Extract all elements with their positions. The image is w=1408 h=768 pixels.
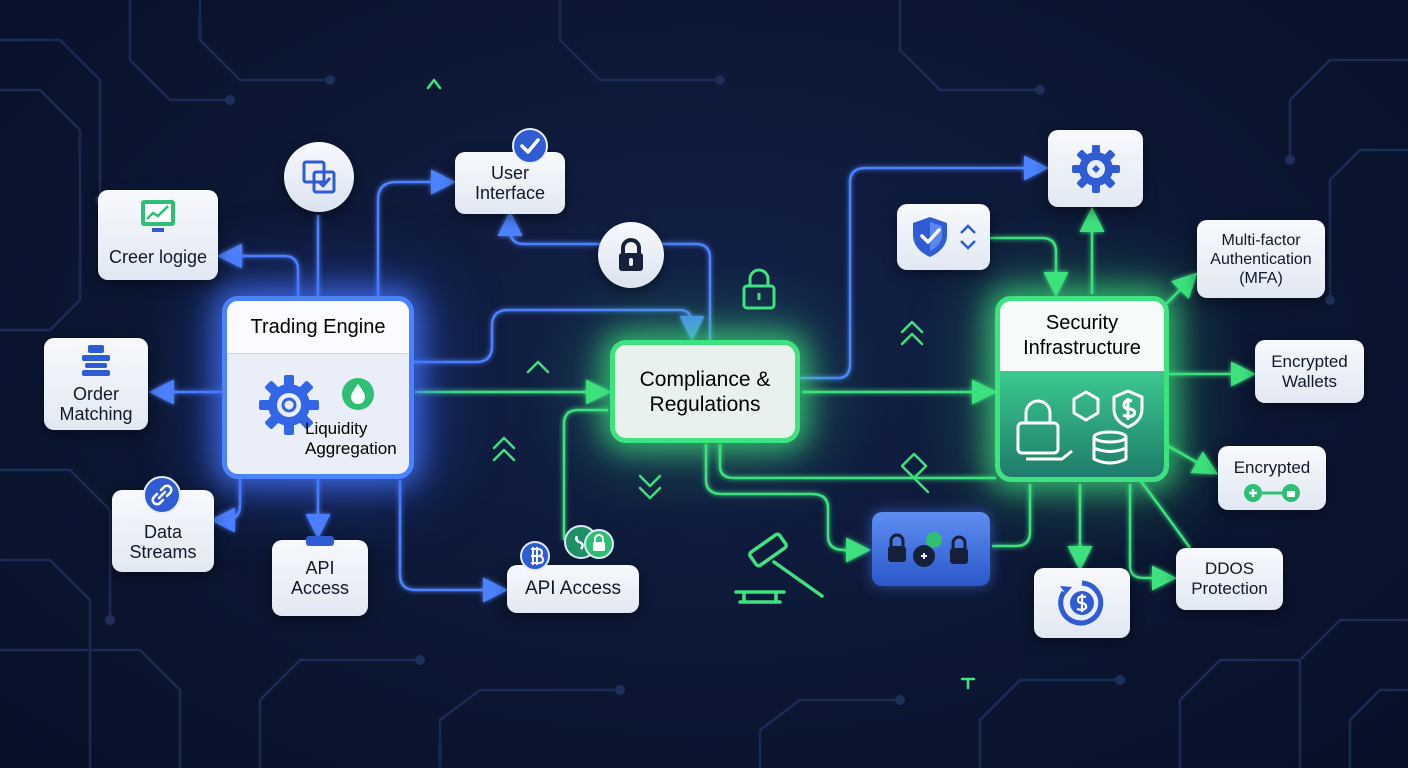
dollar-cycle-node[interactable] <box>1034 568 1130 638</box>
chart-monitor-icon <box>141 200 175 232</box>
liquidity-drop-icon <box>342 378 374 410</box>
ddos-protection-node[interactable]: DDOS Protection <box>1176 548 1283 610</box>
padlock-outline-icon <box>742 268 776 310</box>
user-interface-label: User Interface <box>474 163 546 203</box>
compliance-title: Compliance & Regulations <box>639 367 771 416</box>
shield-check-node[interactable] <box>897 204 990 270</box>
security-title: Security Infrastructure <box>1023 312 1141 359</box>
security-cluster-icon <box>1016 389 1144 465</box>
crear-logige-label: Creer logige <box>108 247 208 267</box>
api-tab-marker <box>306 536 334 546</box>
ddos-protection-label: DDOS Protection <box>1191 559 1268 598</box>
gear-icon <box>259 375 319 435</box>
crear-logige-node[interactable]: Creer logige <box>98 190 218 280</box>
gavel-icon <box>734 532 824 604</box>
key-chain-icon <box>1244 484 1300 502</box>
order-matching-node[interactable]: Order Matching <box>44 338 148 430</box>
locks-panel-node[interactable] <box>872 512 990 586</box>
trading-engine-hub[interactable]: Trading Engine Liquidity Aggregation <box>222 296 414 479</box>
api-access-left-node[interactable]: API Access <box>272 540 368 616</box>
copy-document-icon <box>302 160 336 194</box>
mfa-label: Multi-factor Authentication (MFA) <box>1210 231 1312 287</box>
gear-settings-node[interactable] <box>1048 130 1143 207</box>
gear-settings-icon <box>1071 144 1120 193</box>
check-badge-icon <box>512 128 548 164</box>
encrypted-node[interactable]: Encrypted <box>1218 446 1326 510</box>
api-access-mid-node[interactable]: API Access <box>507 565 639 613</box>
sort-arrows-icon <box>959 224 976 250</box>
api-access-left-label: API Access <box>290 558 350 598</box>
copy-document-node[interactable] <box>284 142 354 212</box>
compliance-regulations-hub[interactable]: Compliance & Regulations <box>610 340 800 443</box>
security-infrastructure-hub[interactable]: Security Infrastructure <box>995 296 1169 482</box>
encrypted-wallets-node[interactable]: Encrypted Wallets <box>1255 340 1364 403</box>
locks-panel-icon <box>888 532 968 567</box>
padlock-node[interactable] <box>598 222 664 288</box>
trading-engine-title: Trading Engine <box>250 315 386 338</box>
order-matching-label: Order Matching <box>59 384 133 424</box>
padlock-icon <box>619 238 643 271</box>
liquidity-aggregation-label: Liquidity Aggregation <box>305 419 397 458</box>
dollar-cycle-icon <box>1058 580 1104 626</box>
mfa-node[interactable]: Multi-factor Authentication (MFA) <box>1197 220 1325 298</box>
encrypted-label: Encrypted <box>1233 458 1311 477</box>
link-icon <box>143 476 181 514</box>
data-streams-label: Data Streams <box>129 522 197 562</box>
order-stack-icon <box>82 345 110 376</box>
shield-check-icon <box>912 217 947 257</box>
user-interface-node[interactable]: User Interface <box>455 152 565 214</box>
encrypted-wallets-label: Encrypted Wallets <box>1271 351 1348 391</box>
crypto-coins-icon <box>520 525 614 571</box>
api-access-mid-label: API Access <box>524 578 622 599</box>
